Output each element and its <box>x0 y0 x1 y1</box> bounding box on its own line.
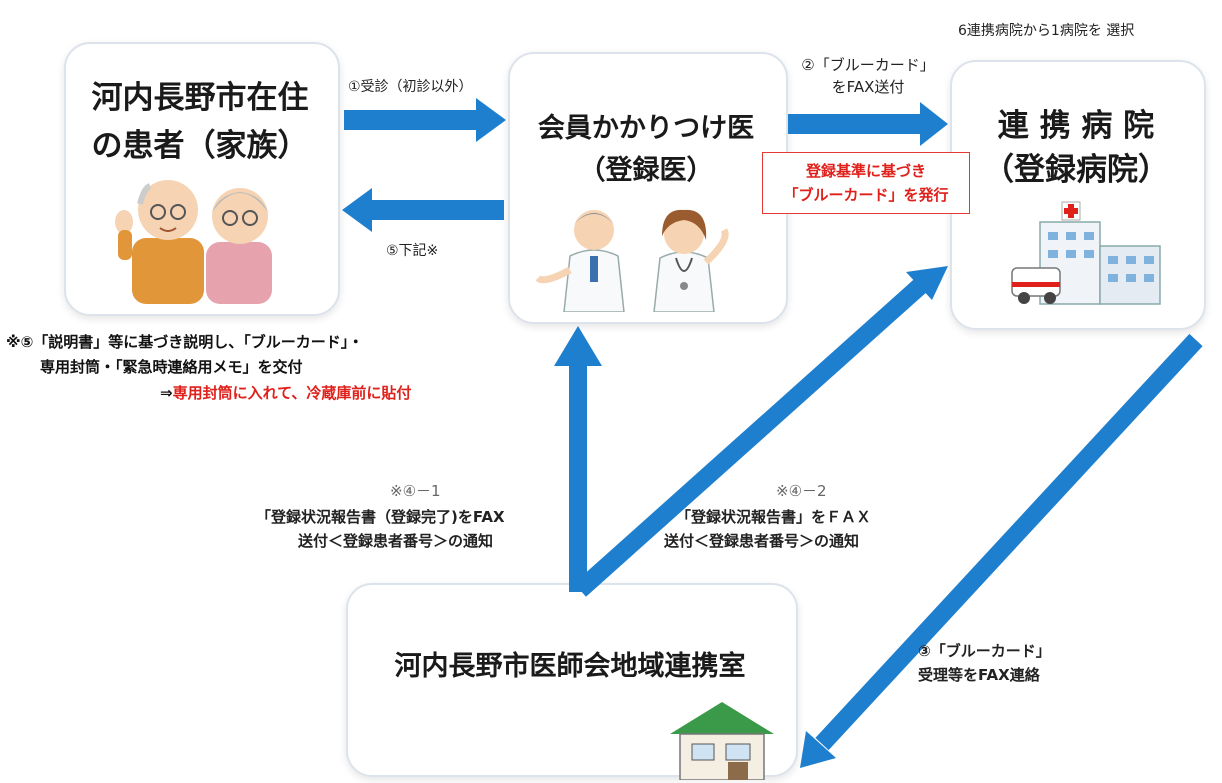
hospital-title-2: （登録病院） <box>983 152 1169 188</box>
patient-title-2: の患者（家族） <box>91 128 309 164</box>
step3-label-2: 受理等をFAX連絡 <box>918 666 1040 684</box>
note5-arrow: ⇒ <box>160 384 173 402</box>
doctor-title-1: 会員かかりつけ医 <box>537 113 755 144</box>
arrow-doctor-to-patient <box>342 188 504 232</box>
hospital-title-1: 連 携 病 院 <box>997 108 1155 144</box>
arrowhead-hospital-to-office <box>800 731 836 768</box>
step2-label-1: ②「ブルーカード」 <box>801 56 935 74</box>
step4-2-line-1: 「登録状況報告書」をＦＡＸ <box>676 508 872 526</box>
doctors-illustration <box>535 209 729 312</box>
arrowhead-office-to-doctor <box>554 326 602 366</box>
office-house-illustration <box>670 702 774 780</box>
hospital-select-note: 6連携病院から1病院を 選択 <box>958 23 1135 39</box>
issue-box-line-2: 「ブルーカード」を発行 <box>783 186 949 204</box>
step1-label: ①受診（初診以外） <box>348 79 473 95</box>
doctor-title-2: （登録医） <box>578 155 714 186</box>
step4-1-line-2: 送付＜登録患者番号＞の通知 <box>298 532 494 550</box>
hospital-box <box>950 60 1206 330</box>
step4-1-line-1: 「登録状況報告書（登録完了)をFAX <box>256 508 505 526</box>
step2-label-2: をFAX送付 <box>831 78 905 96</box>
step5-label: ⑤下記※ <box>386 243 439 259</box>
hospital-building-illustration <box>1011 201 1161 305</box>
step3-label-1: ③「ブルーカード」 <box>918 642 1051 660</box>
step4-2-head: ※④－2 <box>776 482 827 500</box>
step4-2-line-2: 送付＜登録患者番号＞の通知 <box>664 532 860 550</box>
arrow-doctor-to-hospital <box>788 102 948 146</box>
issue-blue-card-box: 登録基準に基づき 「ブルーカード」を発行 <box>762 152 970 214</box>
note5-line-1: ※⑤「説明書」等に基づき説明し、「ブルーカード」・ <box>6 333 364 351</box>
note5-emphasis: 専用封筒に入れて、冷蔵庫前に貼付 <box>172 384 412 402</box>
step4-1-head: ※④－1 <box>390 482 441 500</box>
elderly-couple-illustration <box>115 180 272 304</box>
arrowhead-hospital-source <box>906 266 948 300</box>
note5-line-2: 専用封筒・「緊急時連絡用メモ」を交付 <box>40 358 303 376</box>
note5-line-3: ⇒専用封筒に入れて、冷蔵庫前に貼付 <box>160 381 411 405</box>
issue-box-line-1: 登録基準に基づき <box>805 162 926 180</box>
patient-title-1: 河内長野市在住 <box>91 80 309 116</box>
office-title: 河内長野市医師会地域連携室 <box>394 651 746 682</box>
arrow-patient-to-doctor <box>344 98 506 142</box>
